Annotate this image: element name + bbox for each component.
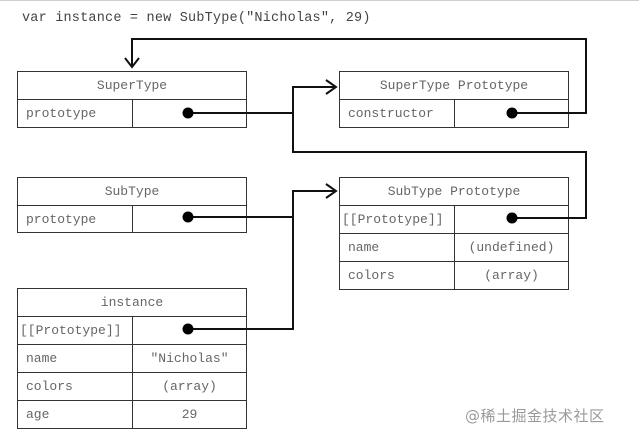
row-key: constructor [340, 100, 455, 127]
connector-subtype-proto-to-supertype-proto [292, 113, 587, 219]
watermark: @稀土掘金技术社区 [465, 407, 605, 425]
box-title: SubType Prototype [387, 184, 521, 199]
connector-constructor-to-supertype [131, 38, 587, 114]
subtype-prototype-box: SubType Prototype [[Prototype]] name (un… [339, 177, 569, 290]
box-row: [[Prototype]] [18, 316, 246, 344]
row-value: (undefined) [468, 240, 555, 255]
box-row: colors (array) [340, 261, 568, 289]
row-value: (array) [162, 379, 217, 394]
row-key: colors [340, 262, 455, 289]
row-key: name [340, 234, 455, 261]
pointer-dot-icon [182, 211, 194, 223]
connector-subtype-prototype [188, 190, 334, 218]
row-value: "Nicholas" [150, 351, 229, 366]
row-key: [[Prototype]] [340, 206, 455, 233]
box-title: SuperType Prototype [379, 78, 529, 93]
box-row: [[Prototype]] [340, 205, 568, 233]
box-row: prototype [18, 205, 246, 232]
row-key: [[Prototype]] [18, 317, 133, 344]
top-border [0, 0, 639, 1]
connector-supertype-prototype [188, 86, 334, 114]
code-line: var instance = new SubType("Nicholas", 2… [22, 11, 371, 26]
row-value: (array) [484, 268, 539, 283]
arrowhead-icon [325, 183, 338, 199]
row-key: age [18, 401, 133, 428]
row-key: colors [18, 373, 133, 400]
row-key: name [18, 345, 133, 372]
connector-instance-prototype [188, 217, 294, 330]
box-title: SuperType [96, 78, 168, 93]
box-title: SubType [104, 184, 160, 199]
arrowhead-icon [124, 57, 140, 69]
row-value: 29 [181, 407, 198, 422]
supertype-prototype-box: SuperType Prototype constructor [339, 71, 569, 128]
box-row: name "Nicholas" [18, 344, 246, 372]
box-row: prototype [18, 99, 246, 127]
box-row: name (undefined) [340, 233, 568, 261]
pointer-dot-icon [506, 107, 518, 119]
pointer-dot-icon [182, 323, 194, 335]
arrowhead-icon [325, 79, 338, 95]
box-row: age 29 [18, 400, 246, 428]
row-key: prototype [18, 100, 133, 127]
box-row: constructor [340, 99, 568, 127]
box-title: instance [100, 295, 164, 310]
subtype-box: SubType prototype [17, 177, 247, 233]
row-key: prototype [18, 206, 133, 232]
supertype-box: SuperType prototype [17, 71, 247, 128]
instance-box: instance [[Prototype]] name "Nicholas" c… [17, 288, 247, 429]
pointer-dot-icon [182, 107, 194, 119]
box-row: colors (array) [18, 372, 246, 400]
pointer-dot-icon [506, 212, 518, 224]
